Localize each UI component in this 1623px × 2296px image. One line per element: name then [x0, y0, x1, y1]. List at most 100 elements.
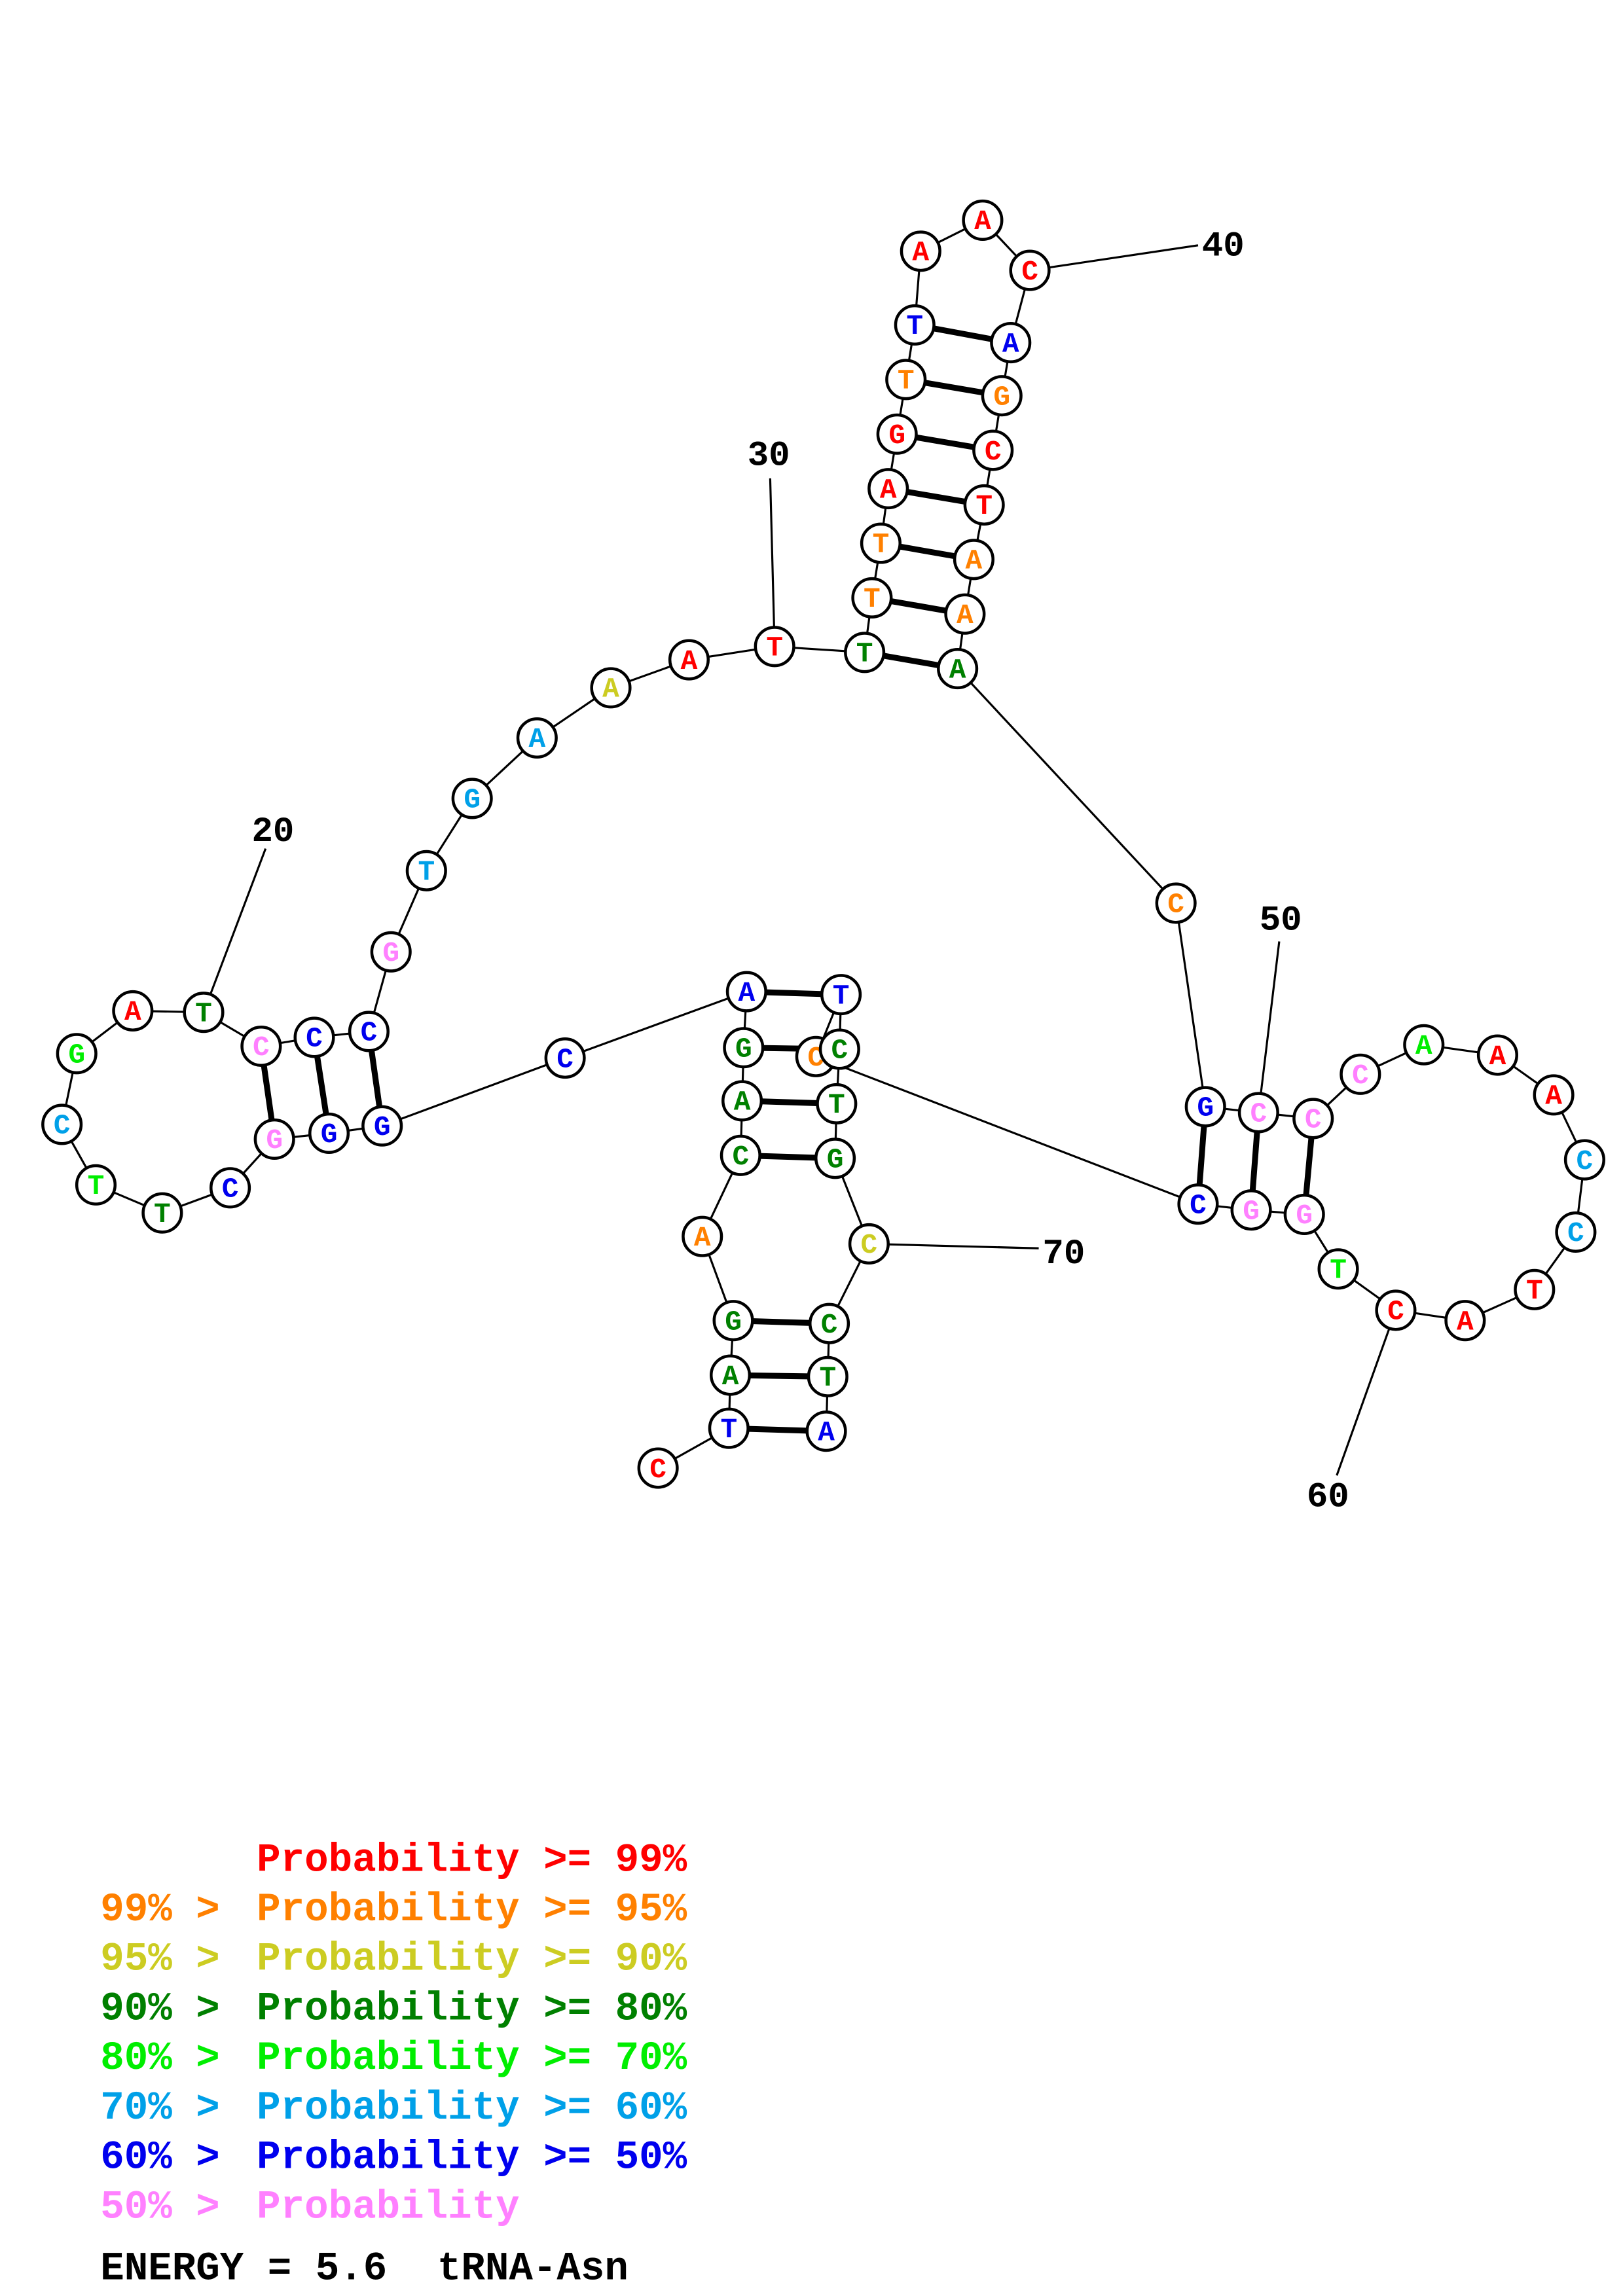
- nucleotide-letter: A: [880, 474, 897, 506]
- nucleotide-letter: A: [1415, 1030, 1432, 1062]
- nucleotide: C: [848, 1223, 890, 1265]
- nucleotide-circle: [721, 1080, 763, 1122]
- nucleotide-letter: G: [374, 1111, 391, 1143]
- nucleotide-letter: A: [1002, 328, 1019, 360]
- nucleotide-letter: A: [738, 977, 755, 1009]
- nucleotide-letter: C: [1305, 1104, 1322, 1136]
- legend-text: Probability: [257, 2185, 520, 2230]
- legend-text: Probability >= 90%: [257, 1937, 687, 1982]
- nucleotide: A: [668, 639, 710, 681]
- legend-text: Probability >= 60%: [257, 2086, 687, 2131]
- nucleotide: G: [451, 778, 493, 819]
- nucleotide-letter: T: [1526, 1275, 1543, 1307]
- nucleotide-letter: G: [1243, 1195, 1260, 1227]
- nucleotide: C: [210, 1167, 251, 1209]
- nucleotide-letter: C: [732, 1141, 749, 1173]
- energy-value: ENERGY = 5.6: [100, 2247, 387, 2292]
- nucleotide: G: [56, 1033, 98, 1075]
- nucleotide: A: [937, 648, 979, 690]
- nucleotide: C: [544, 1037, 586, 1079]
- nucleotide: T: [820, 974, 862, 1016]
- position-label: 20: [251, 812, 294, 852]
- nucleotide-circle: [1177, 1183, 1219, 1225]
- nucleotide-letter: C: [306, 1023, 323, 1055]
- nucleotide-letter: G: [725, 1306, 742, 1338]
- nucleotide-circle: [1009, 249, 1051, 291]
- label-leader: [1029, 244, 1199, 272]
- nucleotide: T: [141, 1192, 183, 1234]
- nucleotide: A: [1444, 1300, 1486, 1342]
- nucleotide-circle: [709, 1354, 752, 1396]
- nucleotide-letter: A: [949, 654, 966, 686]
- nucleotide: T: [183, 992, 225, 1033]
- nucleotide-letter: C: [1190, 1189, 1207, 1221]
- legend-text: Probability >= 70%: [257, 2036, 687, 2081]
- nucleotide-circle: [990, 321, 1032, 364]
- nucleotide: T: [844, 632, 886, 673]
- nucleotide-circle: [885, 359, 927, 401]
- nucleotide: T: [1514, 1268, 1556, 1310]
- legend-row: 95% > Probability >= 90%: [100, 1937, 687, 1982]
- nucleotide-circle: [112, 990, 154, 1031]
- nucleotide-letter: C: [1577, 1145, 1594, 1177]
- nucleotide-circle: [1403, 1024, 1445, 1066]
- nucleotide: T: [963, 484, 1005, 526]
- nucleotide-circle: [1555, 1211, 1597, 1253]
- nucleotide: A: [721, 1080, 763, 1122]
- nucleotide-letter: C: [649, 1454, 666, 1486]
- nucleotide-circle: [848, 1223, 890, 1265]
- nucleotide: G: [1184, 1086, 1226, 1128]
- nucleotide-circle: [308, 1112, 350, 1155]
- nucleotide-letter: G: [321, 1119, 338, 1151]
- energy-footer: ENERGY = 5.6 tRNA-Asn: [100, 2247, 629, 2292]
- position-label: 70: [1042, 1234, 1085, 1274]
- nucleotide-circle: [937, 648, 979, 690]
- nucleotide-circle: [183, 992, 225, 1033]
- nucleotide-circle: [867, 468, 909, 510]
- nucleotide-letter: A: [734, 1086, 751, 1119]
- nucleotide: G: [712, 1300, 754, 1342]
- legend-row: Probability >= 99%: [257, 1838, 687, 1883]
- nucleotide: C: [293, 1016, 335, 1058]
- nucleotide-circle: [860, 522, 902, 564]
- nucleotide-letter: G: [382, 937, 399, 969]
- nucleotide-circle: [1317, 1248, 1359, 1290]
- nucleotide-circle: [41, 1103, 83, 1145]
- legend-prefix: 99% >: [100, 1888, 244, 1933]
- nucleotide-circle: [668, 639, 710, 681]
- nucleotide-letter: A: [722, 1361, 739, 1393]
- nucleotide: G: [814, 1138, 856, 1179]
- legend-row: 60% > Probability >= 50%: [100, 2136, 687, 2181]
- nucleotide-circle: [876, 413, 918, 455]
- nucleotide-letter: T: [1330, 1255, 1347, 1287]
- nucleotide: C: [720, 1134, 761, 1176]
- nucleotide-circle: [1444, 1300, 1486, 1342]
- nucleotide: G: [308, 1112, 350, 1155]
- nucleotide-letter: C: [1352, 1060, 1369, 1092]
- nucleotide-circle: [963, 484, 1005, 526]
- nucleotide-letter: T: [154, 1198, 171, 1230]
- nucleotide-letter: A: [602, 673, 619, 706]
- backbone-segment: [815, 1055, 1199, 1206]
- position-label: 40: [1202, 227, 1245, 267]
- position-label: 50: [1260, 901, 1302, 941]
- trna-name: tRNA-Asn: [437, 2247, 629, 2292]
- nucleotide-letter: A: [694, 1222, 711, 1254]
- nucleotide-letter: G: [888, 420, 905, 452]
- legend-text: Probability >= 99%: [257, 1838, 687, 1883]
- nucleotide-circle: [1155, 882, 1197, 924]
- nucleotide-circle: [814, 1138, 856, 1179]
- nucleotide: T: [894, 304, 936, 346]
- nucleotide-letter: G: [266, 1124, 283, 1157]
- nucleotide-circle: [820, 974, 862, 1016]
- nucleotide: C: [1563, 1139, 1605, 1181]
- nucleotide-letter: T: [418, 856, 435, 888]
- nucleotide: A: [1403, 1024, 1445, 1066]
- label-leader: [769, 478, 776, 647]
- nucleotide: C: [1292, 1098, 1334, 1139]
- nucleotide-letter: A: [1457, 1306, 1474, 1338]
- nucleotide-letter: C: [1387, 1296, 1404, 1328]
- nucleotide-circle: [723, 1027, 765, 1069]
- nucleotide-circle: [348, 1011, 390, 1052]
